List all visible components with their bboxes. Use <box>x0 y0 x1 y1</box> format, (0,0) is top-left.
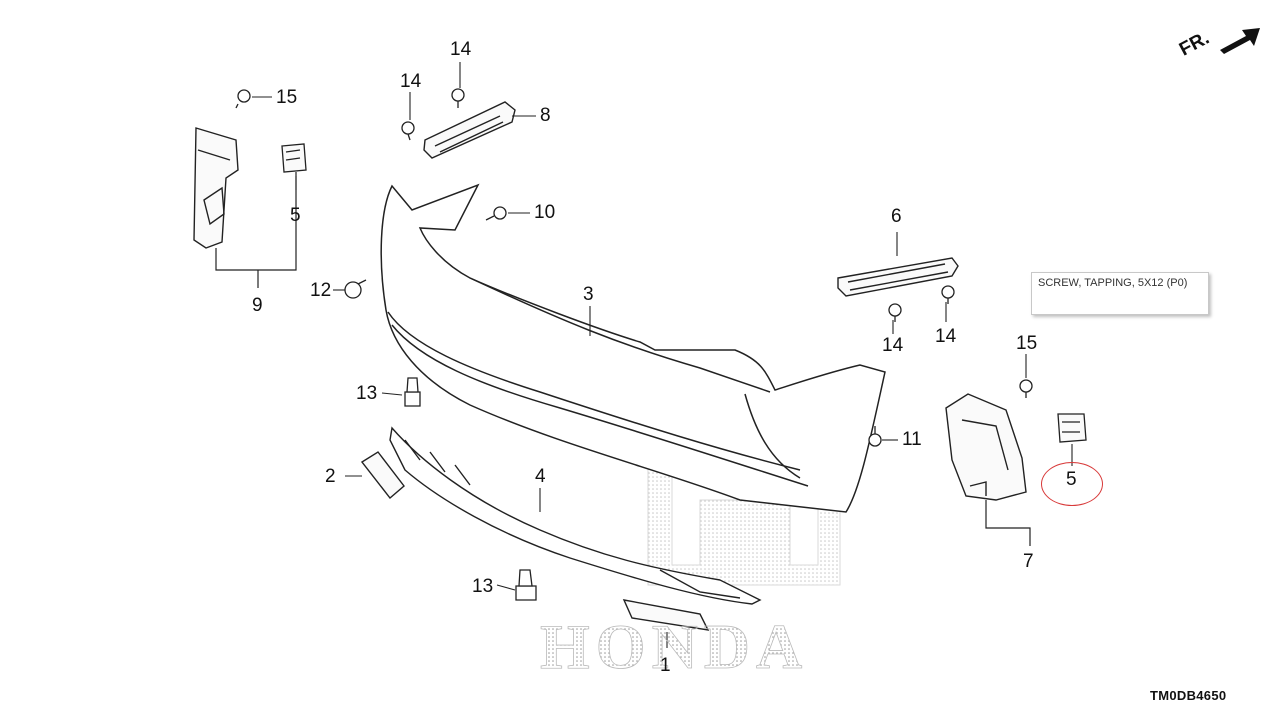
part-7-right-bracket[interactable] <box>945 393 1027 501</box>
clip-13-lower[interactable] <box>515 569 537 601</box>
part-1-reflector-right[interactable] <box>622 599 710 631</box>
drawing-code: TM0DB4650 <box>1150 688 1227 703</box>
callout-5-left[interactable]: 5 <box>290 205 301 226</box>
callout-8[interactable]: 8 <box>540 105 551 126</box>
screw-11[interactable] <box>868 426 882 447</box>
screw-10[interactable] <box>485 206 507 221</box>
callout-7[interactable]: 7 <box>1023 551 1034 572</box>
part-2-reflector-left[interactable] <box>360 451 405 500</box>
callout-10[interactable]: 10 <box>534 202 556 223</box>
screw-14-a[interactable] <box>451 88 465 108</box>
part-5-left-clip[interactable] <box>281 143 307 173</box>
callout-6[interactable]: 6 <box>891 206 902 227</box>
callout-13-lower[interactable]: 13 <box>472 576 494 597</box>
screw-15-left[interactable] <box>235 89 251 109</box>
clip-12[interactable] <box>344 279 367 299</box>
tooltip-text: SCREW, TAPPING, 5X12 (P0) <box>1038 277 1188 289</box>
part-8-bracket[interactable] <box>423 101 516 159</box>
callout-15-right[interactable]: 15 <box>1016 333 1038 354</box>
part-4-lower-diffuser[interactable] <box>389 426 762 605</box>
part-3-bumper-cover[interactable] <box>380 183 886 513</box>
part-5-right-clip[interactable] <box>1057 413 1087 443</box>
callout-4[interactable]: 4 <box>535 466 546 487</box>
screw-15-right[interactable] <box>1019 379 1033 398</box>
callout-14-d[interactable]: 14 <box>935 326 957 347</box>
part-9-leader <box>215 172 297 288</box>
screw-14-b[interactable] <box>401 121 415 141</box>
callout-14-b[interactable]: 14 <box>400 71 422 92</box>
part-7-leader <box>985 500 1031 546</box>
callout-9[interactable]: 9 <box>252 295 263 316</box>
front-direction-indicator: FR. <box>1176 20 1266 80</box>
part-tooltip: SCREW, TAPPING, 5X12 (P0) <box>1031 272 1209 315</box>
screw-14-d[interactable] <box>941 285 955 304</box>
callout-14-a[interactable]: 14 <box>450 39 472 60</box>
callout-12[interactable]: 12 <box>310 280 332 301</box>
callout-1[interactable]: 1 <box>660 655 671 676</box>
callout-13-upper[interactable]: 13 <box>356 383 378 404</box>
callout-15-left[interactable]: 15 <box>276 87 298 108</box>
callout-5-right[interactable]: 5 <box>1066 469 1077 490</box>
callout-3[interactable]: 3 <box>583 284 594 305</box>
callout-14-c[interactable]: 14 <box>882 335 904 356</box>
callout-11[interactable]: 11 <box>902 429 922 450</box>
screw-14-c[interactable] <box>888 303 902 322</box>
front-arrow-icon <box>1220 28 1260 54</box>
part-9-left-bracket[interactable] <box>193 127 239 249</box>
part-6-bracket[interactable] <box>837 257 959 297</box>
fasteners <box>235 88 1033 601</box>
callout-2[interactable]: 2 <box>325 466 336 487</box>
honda-watermark-text: HONDA <box>540 611 808 682</box>
clip-13-upper[interactable] <box>404 377 421 407</box>
